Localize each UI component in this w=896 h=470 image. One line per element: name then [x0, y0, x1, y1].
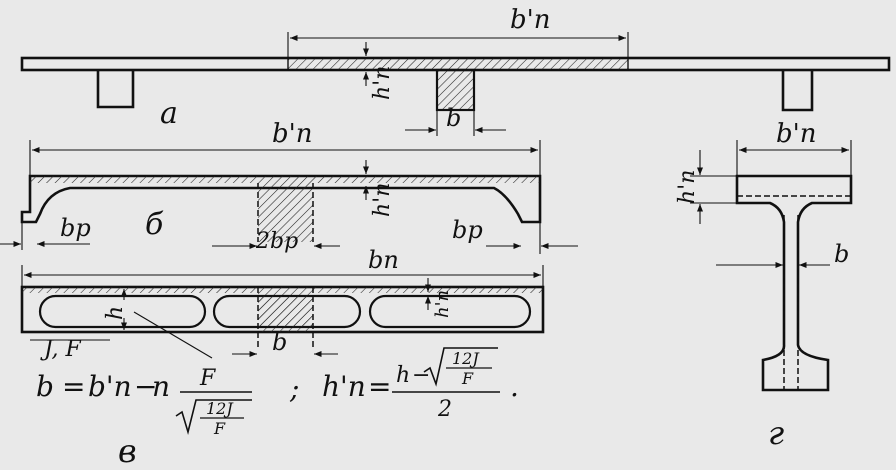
formula: b = b'п − n F 12J F ; h'п = h − 12J F 2 …	[36, 347, 519, 438]
formula-h-num-h: h	[396, 363, 410, 388]
figure-g: b'п h'п b г	[675, 119, 853, 452]
formula-h-den: 2	[437, 397, 452, 422]
fig-v-label-flange-width: bп	[368, 246, 399, 274]
formula-separator: ;	[289, 372, 299, 405]
fig-b-label-rib-left: bр	[60, 214, 91, 242]
fig-g-label-web-width: b	[834, 240, 849, 268]
formula-b-lhs: b	[36, 370, 54, 403]
formula-b-eq: =	[62, 370, 85, 403]
figure-v: bп h'п h J, F b в	[20, 246, 545, 470]
fig-a-label-flange-thickness: h'п	[370, 66, 395, 100]
formula-b-term1: b'п	[88, 370, 132, 403]
fig-g-outline	[735, 174, 853, 392]
formula-b-sqrt-den: F	[213, 419, 226, 438]
fig-b-label-rib-right: bр	[452, 216, 483, 244]
fig-g-label-flange-thickness: h'п	[675, 170, 700, 204]
fig-v-label-flange-thickness: h'п	[432, 290, 453, 318]
fig-b-label-web-width: 2bр	[255, 229, 298, 254]
formula-b-n: n	[152, 370, 170, 403]
figure-a: b'п h'п b а	[20, 5, 891, 136]
formula-h-lhs: h'п	[322, 370, 366, 403]
fig-a-label-flange-width: b'п	[510, 5, 551, 35]
fig-b-caption: б	[145, 207, 164, 242]
fig-a-caption: а	[160, 96, 178, 131]
formula-end: .	[510, 370, 519, 403]
fig-v-void-3	[368, 294, 532, 329]
formula-h-num-minus: −	[412, 363, 430, 388]
fig-v-hatched-top	[22, 287, 543, 293]
fig-a-center-web	[435, 68, 476, 112]
formula-h-eq: =	[368, 370, 391, 403]
fig-g-caption: г	[768, 414, 784, 452]
formula-b-frac-num: F	[199, 366, 216, 391]
fig-a-right-rib	[781, 70, 814, 112]
fig-a-hatched-flange	[287, 57, 629, 71]
fig-b-label-flange-width: b'п	[272, 119, 313, 149]
fig-b-hatched-flange	[30, 176, 540, 183]
formula-b-minus: −	[134, 370, 157, 403]
formula-h-sqrt-num: 12J	[452, 349, 480, 368]
fig-v-label-height: h	[103, 306, 128, 320]
figure-b: b'п h'п bр 2bр bр б	[0, 119, 578, 254]
fig-g-label-flange-width: b'п	[776, 119, 817, 149]
fig-b-outline	[20, 174, 542, 224]
fig-b-center-web	[258, 183, 313, 242]
formula-h-sqrt-den: F	[461, 369, 474, 388]
fig-b-label-flange-thickness: h'п	[370, 183, 395, 217]
fig-a-left-rib	[96, 70, 135, 109]
fig-v-caption: в	[118, 432, 137, 470]
fig-v-label-section-props: J, F	[40, 337, 82, 362]
fig-v-label-web-width: b	[272, 328, 287, 356]
fig-a-label-web-width: b	[446, 104, 461, 132]
formula-b-sqrt-num: 12J	[206, 399, 234, 418]
